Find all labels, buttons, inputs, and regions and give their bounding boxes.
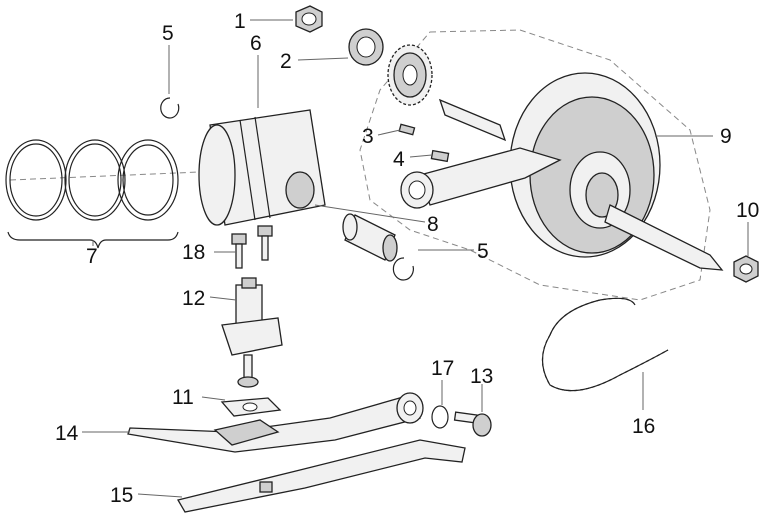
connecting-rod-part xyxy=(400,147,562,209)
timing-chain-part xyxy=(541,297,669,392)
callout-7: 7 xyxy=(86,245,98,268)
assembly-dashed-outline xyxy=(359,29,711,301)
callout-16: 16 xyxy=(632,415,655,438)
leader-15 xyxy=(137,493,183,498)
leader-12 xyxy=(209,296,237,301)
piston-pin-part xyxy=(342,213,398,262)
washer-part xyxy=(348,28,384,66)
piston-rings-part xyxy=(5,139,179,249)
callout-5-top: 5 xyxy=(162,22,174,45)
leader-4 xyxy=(409,154,433,158)
guide-washer-part xyxy=(431,405,449,429)
gasket-part xyxy=(220,397,282,417)
rings-bracket xyxy=(7,231,179,249)
guide-bolt-part xyxy=(453,411,492,437)
bolt-part-b xyxy=(257,225,273,261)
chain-tensioner-part xyxy=(221,277,283,388)
callout-15: 15 xyxy=(110,484,133,507)
callout-10: 10 xyxy=(736,199,759,222)
callout-9: 9 xyxy=(720,125,732,148)
callout-6: 6 xyxy=(250,32,262,55)
callout-17: 17 xyxy=(431,357,454,380)
callout-11: 11 xyxy=(172,386,194,409)
callout-14: 14 xyxy=(55,422,79,445)
tensioner-guide-part xyxy=(127,392,424,453)
crank-nut-part xyxy=(733,255,759,283)
leader-11 xyxy=(201,396,226,401)
nut-part xyxy=(295,5,323,33)
timing-sprocket-part xyxy=(387,44,433,106)
callout-2: 2 xyxy=(280,50,292,73)
axis-dashed-line xyxy=(9,171,201,181)
callout-3: 3 xyxy=(362,125,374,148)
callout-18: 18 xyxy=(182,241,205,264)
callout-12: 12 xyxy=(182,287,205,310)
callout-8: 8 xyxy=(427,213,439,236)
callout-5-bottom: 5 xyxy=(477,240,489,263)
leader-3 xyxy=(377,129,401,136)
key-part-b xyxy=(430,149,450,163)
chain-guide-part xyxy=(177,439,466,513)
key-part-a xyxy=(398,123,416,136)
crankshaft-part xyxy=(438,72,724,271)
leader-2 xyxy=(297,57,349,61)
circlip-bottom-part xyxy=(392,257,414,281)
leader-8 xyxy=(314,204,426,223)
callout-13: 13 xyxy=(470,365,493,388)
piston-part xyxy=(198,109,326,226)
circlip-top-part xyxy=(160,97,180,119)
callout-1: 1 xyxy=(234,10,246,33)
bolt-part-a xyxy=(231,233,247,269)
callout-4: 4 xyxy=(393,148,405,171)
